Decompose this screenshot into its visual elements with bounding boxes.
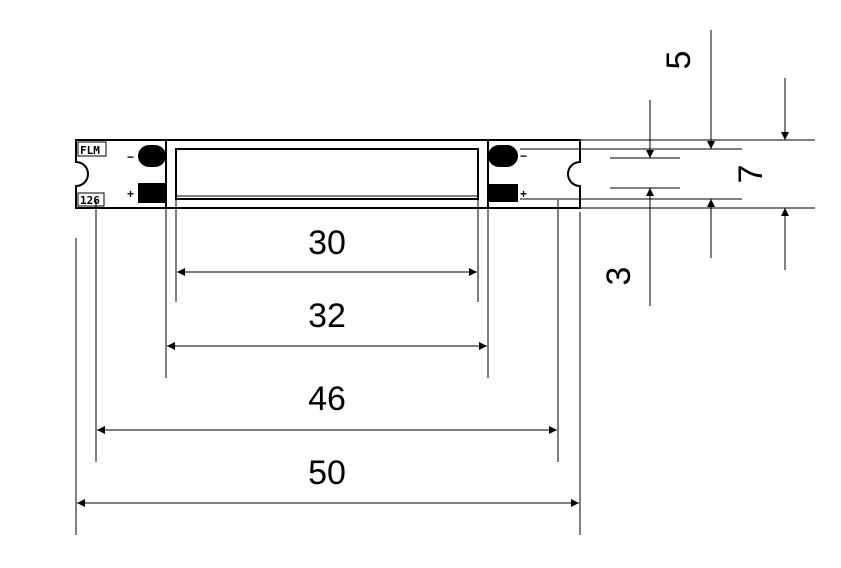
right-plus-pad [488,184,518,202]
side-extension-lines [520,139,815,209]
right-minus-pad [488,145,518,167]
dimension-50: 50 [77,454,579,507]
dimension-32: 32 [167,297,487,350]
dimension-30: 30 [177,224,477,276]
lens-frame [165,139,489,209]
dimension-50-label: 50 [308,454,346,492]
dimension-46: 46 [97,380,557,434]
left-minus-label: − [127,150,134,164]
dimension-5: 5 [660,30,715,258]
dimension-7-label: 7 [732,165,770,184]
dimension-32-label: 32 [308,297,346,335]
right-plus-label: + [520,187,527,201]
dimension-5-label: 5 [660,51,698,70]
brand-box [77,141,107,157]
left-plus-label: + [127,187,134,201]
right-minus-label: − [520,149,527,163]
dimension-3-label: 3 [600,267,638,286]
dimension-7: 7 [732,78,789,270]
left-plus-pad [138,183,166,203]
left-minus-pad [138,145,166,167]
brand-text: FLM [80,144,100,157]
dimension-46-label: 46 [308,380,346,418]
extension-lines [75,200,581,535]
dimension-30-label: 30 [308,224,346,262]
dimension-3: 3 [600,100,654,306]
lens-window [175,148,479,200]
model-text: 126 [80,194,100,207]
model-box [77,192,105,207]
led-module: FLM 126 − + − + [75,139,581,209]
